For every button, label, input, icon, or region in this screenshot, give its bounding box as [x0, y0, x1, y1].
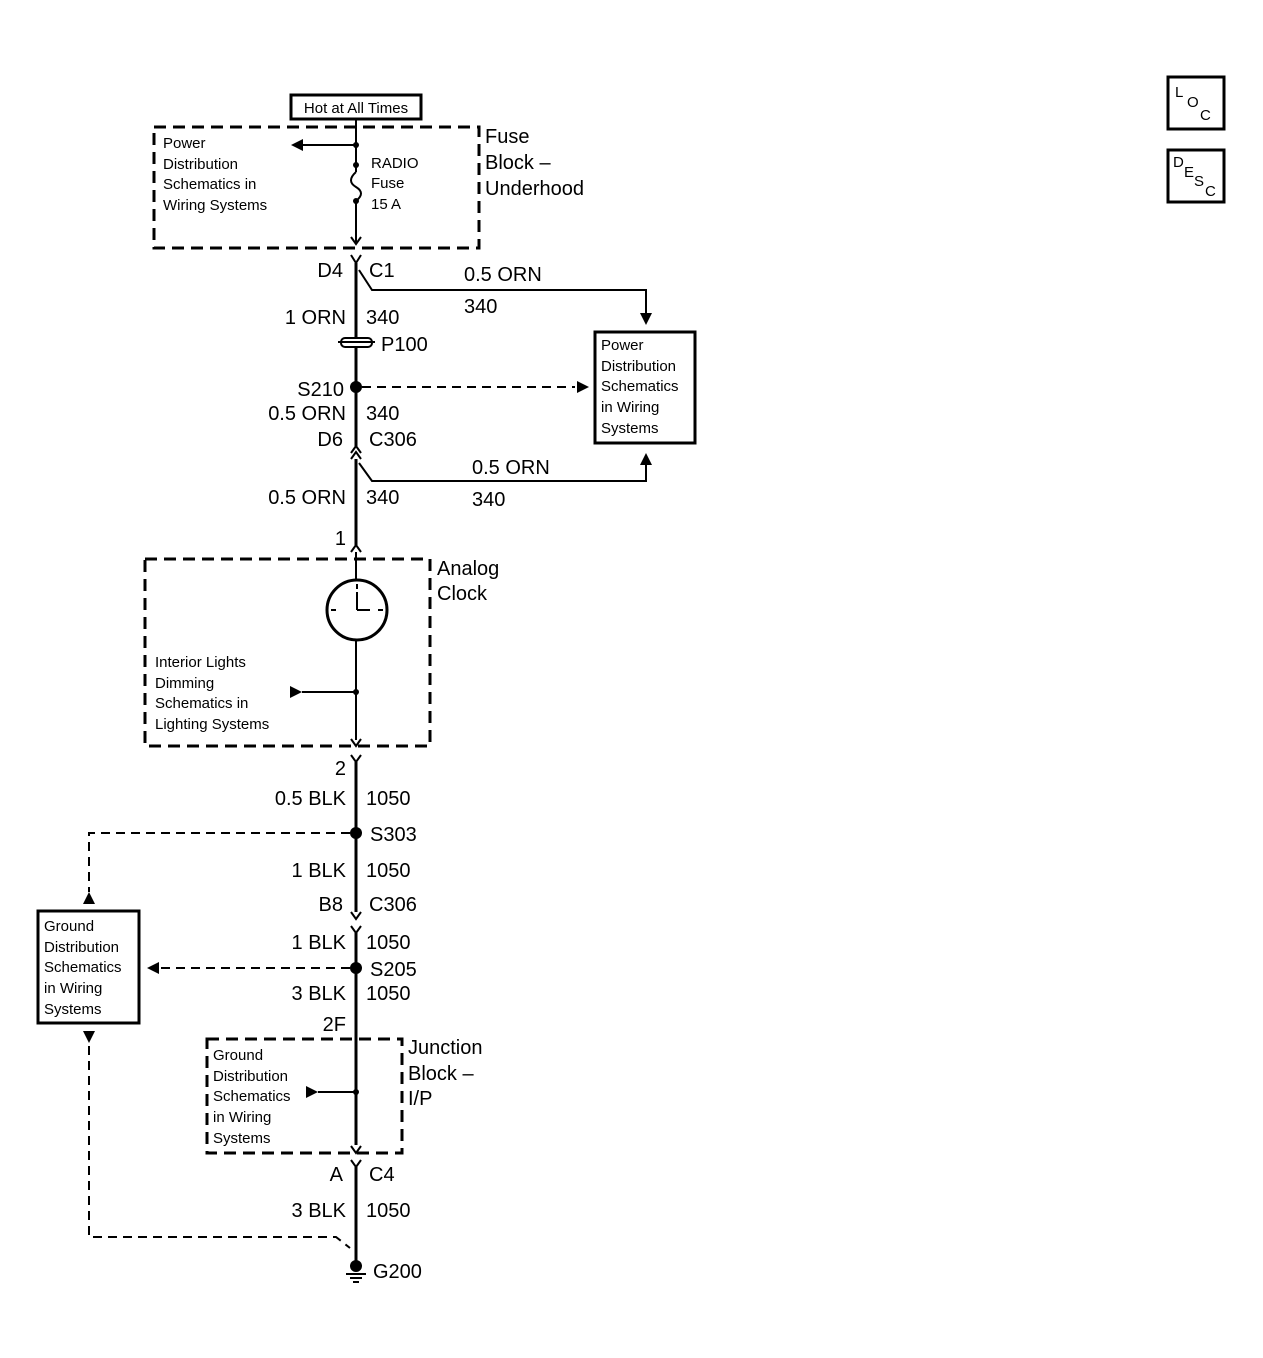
p100-label: P100 [381, 334, 428, 356]
wire-3-circuit: 340 [366, 487, 399, 509]
branch-wire-c1 [358, 269, 647, 315]
arrow-down-icon [83, 1031, 95, 1043]
g200-label: G200 [373, 1261, 422, 1283]
fuse-block-title: Fuse Block – Underhood [485, 126, 584, 200]
s303-label: S303 [370, 824, 417, 846]
connector-c306-top: D6 C306 [317, 429, 417, 460]
c306-top-name: C306 [369, 429, 417, 451]
fuse-symbol-icon [350, 171, 362, 202]
fuse-block-underhood: Fuse Block – Underhood Power Distributio… [152, 119, 584, 250]
s210-label: S210 [297, 379, 344, 401]
wire-5-size: 1 BLK [292, 860, 347, 882]
connector-c1: D4 C1 [317, 254, 395, 282]
svg-text:S: S [1194, 173, 1204, 190]
pds-reference-text: Power Distribution Schematics in Wiring … [163, 135, 267, 214]
arrow-up-icon [83, 892, 95, 904]
connector-c4: A C4 [330, 1159, 395, 1186]
wire-1-size: 1 ORN [285, 307, 346, 329]
arrow-up-icon [640, 453, 652, 465]
connector-chevron-icon [350, 254, 362, 265]
wire-5-circuit: 1050 [366, 860, 411, 882]
clock-title: Analog Clock [437, 558, 505, 605]
wire-7-size: 3 BLK [292, 983, 347, 1005]
c1-name: C1 [369, 260, 395, 282]
c306-bottom-name: C306 [369, 894, 417, 916]
svg-text:C: C [1205, 183, 1216, 200]
svg-text:C: C [1200, 107, 1211, 124]
svg-text:O: O [1187, 94, 1199, 111]
arrow-down-icon [640, 313, 652, 325]
wire-8-size: 3 BLK [292, 1200, 347, 1222]
branch-c306-circuit: 340 [472, 489, 505, 511]
branch-c1-circuit: 340 [464, 296, 497, 318]
svg-text:Power Distribution: Power Distribution Schematics in Wiring … [601, 337, 683, 437]
ground-g200: G200 [346, 1260, 422, 1283]
svg-text:E: E [1184, 164, 1194, 181]
arrow-right-icon [577, 381, 589, 393]
svg-text:L: L [1175, 84, 1183, 101]
power-distribution-box: Power Distribution Schematics in Wiring … [593, 330, 697, 445]
arrow-right-icon [306, 1086, 318, 1098]
splice-s205 [350, 962, 362, 974]
wire-6-circuit: 1050 [366, 932, 411, 954]
splice-s210 [350, 381, 362, 393]
junction-pin-2f: 2F [323, 1014, 346, 1036]
hot-label-text: Hot at All Times [304, 100, 408, 117]
wire-2-size: 0.5 ORN [268, 403, 346, 425]
hot-at-all-times-label: Hot at All Times [289, 93, 423, 121]
wire-4-circuit: 1050 [366, 788, 411, 810]
s205-label: S205 [370, 959, 417, 981]
wire-6-size: 1 BLK [292, 932, 347, 954]
dimming-reference-text: Interior Lights Dimming Schematics in Li… [155, 654, 269, 733]
wire-1-circuit: 340 [366, 307, 399, 329]
c4-pin: A [330, 1164, 344, 1186]
radio-fuse-label: RADIO Fuse 15 A [371, 155, 423, 213]
wire-3-size: 0.5 ORN [268, 487, 346, 509]
clock-pin-1: 1 [335, 528, 346, 550]
junction-gd-reference: Ground Distribution Schematics in Wiring… [213, 1047, 295, 1147]
c306-bottom-pin: B8 [319, 894, 343, 916]
ground-distribution-box: Ground Distribution Schematics in Wiring… [36, 909, 141, 1025]
dashed-ground-line [88, 832, 350, 892]
wire-4-size: 0.5 BLK [275, 788, 347, 810]
connector-c306-bottom: B8 C306 [319, 894, 417, 935]
clock-pin-2: 2 [335, 758, 346, 780]
arrow-left-icon [291, 139, 303, 151]
arrow-left-icon [147, 962, 159, 974]
junction-block-ip: 2F Junction Block – I/P Ground Distribut… [205, 1014, 488, 1155]
arrow-right-icon [290, 686, 302, 698]
junction-block-title: Junction Block – I/P [408, 1037, 488, 1110]
branch-c1-size: 0.5 ORN [464, 264, 542, 286]
svg-text:D: D [1173, 154, 1184, 171]
branch-wire-c306 [358, 462, 647, 482]
branch-c306-size: 0.5 ORN [472, 457, 550, 479]
wire-7-circuit: 1050 [366, 983, 411, 1005]
dashed-ground-return-line [88, 1046, 351, 1249]
svg-text:Ground Distribution: Ground Distribution Schematics in Wiring… [44, 918, 126, 1018]
analog-clock-module: 1 Analog Clock Interior Lights Dimming S… [143, 528, 505, 780]
splice-s303 [350, 827, 362, 839]
wire-8-circuit: 1050 [366, 1200, 411, 1222]
pass-through-p100: P100 [338, 334, 428, 356]
c306-top-pin: D6 [317, 429, 343, 451]
c4-name: C4 [369, 1164, 395, 1186]
loc-button[interactable]: L O C [1166, 75, 1226, 131]
clock-icon [325, 578, 389, 642]
wire-2-circuit: 340 [366, 403, 399, 425]
c1-pin: D4 [317, 260, 343, 282]
desc-button[interactable]: D E S C [1166, 148, 1226, 204]
